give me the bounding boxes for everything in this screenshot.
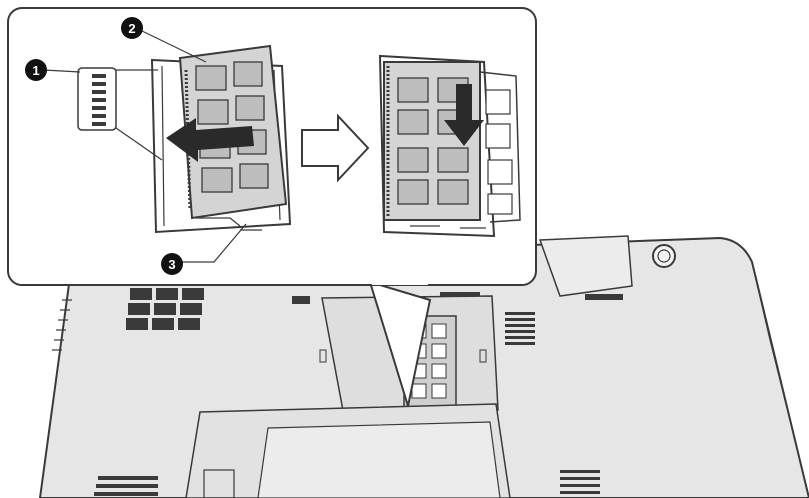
right-compartment <box>538 235 633 297</box>
bottom-right-vents <box>560 470 600 494</box>
left-vent-grid <box>126 288 204 330</box>
laptop-underside <box>38 235 809 498</box>
memory-chips <box>195 61 269 193</box>
memory-chips-right <box>397 77 469 205</box>
left-edge-vents <box>52 299 72 351</box>
rubber-foot <box>652 244 676 268</box>
step-insert <box>77 44 292 234</box>
callout-2: 2 <box>121 17 143 39</box>
connector-pins <box>92 74 106 126</box>
callout-1-label: 1 <box>32 63 39 78</box>
right-vent-slits <box>505 312 535 345</box>
slot-frame-right <box>378 54 496 238</box>
callout-3: 3 <box>161 253 183 275</box>
right-arrow-icon <box>301 113 370 183</box>
callout-2-label: 2 <box>128 21 135 36</box>
left-arrow-icon <box>166 118 254 162</box>
down-arrow-icon <box>444 84 484 146</box>
latch <box>585 294 623 300</box>
inset-pointer <box>368 280 432 407</box>
detail-inset: 1 2 3 <box>7 7 537 286</box>
slot-empty-cells <box>485 89 513 215</box>
bottom-left-vents <box>94 476 158 496</box>
callout-3-label: 3 <box>168 257 175 272</box>
callout-1: 1 <box>25 59 47 81</box>
hdd-panel <box>257 421 501 498</box>
step-press <box>378 54 521 238</box>
